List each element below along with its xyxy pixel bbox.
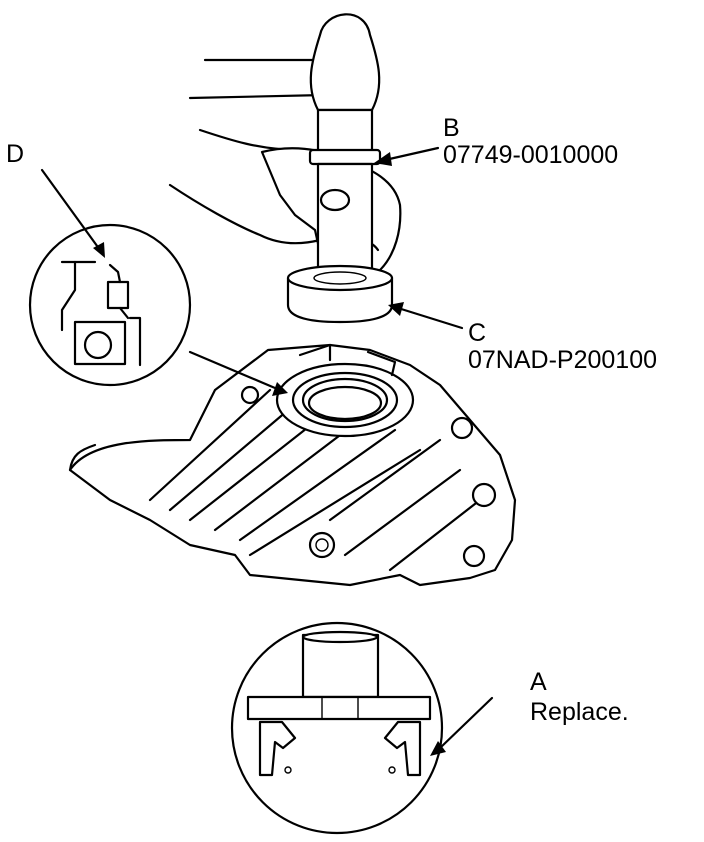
label-d-letter: D xyxy=(6,140,25,168)
label-a-letter: A xyxy=(530,668,547,696)
label-b-letter: B xyxy=(443,114,460,142)
detail-view-d xyxy=(28,223,192,387)
label-b-part-number: 07749-0010000 xyxy=(443,141,619,169)
attachment-c xyxy=(286,264,394,324)
label-a-instruction: Replace. xyxy=(530,698,629,726)
label-c-part-number: 07NAD-P200100 xyxy=(468,346,658,374)
detail-view-a xyxy=(230,621,444,835)
driver-handle-b xyxy=(308,13,382,282)
label-c-letter: C xyxy=(468,319,487,347)
leader-lines xyxy=(40,146,494,756)
transmission-housing xyxy=(68,343,517,587)
